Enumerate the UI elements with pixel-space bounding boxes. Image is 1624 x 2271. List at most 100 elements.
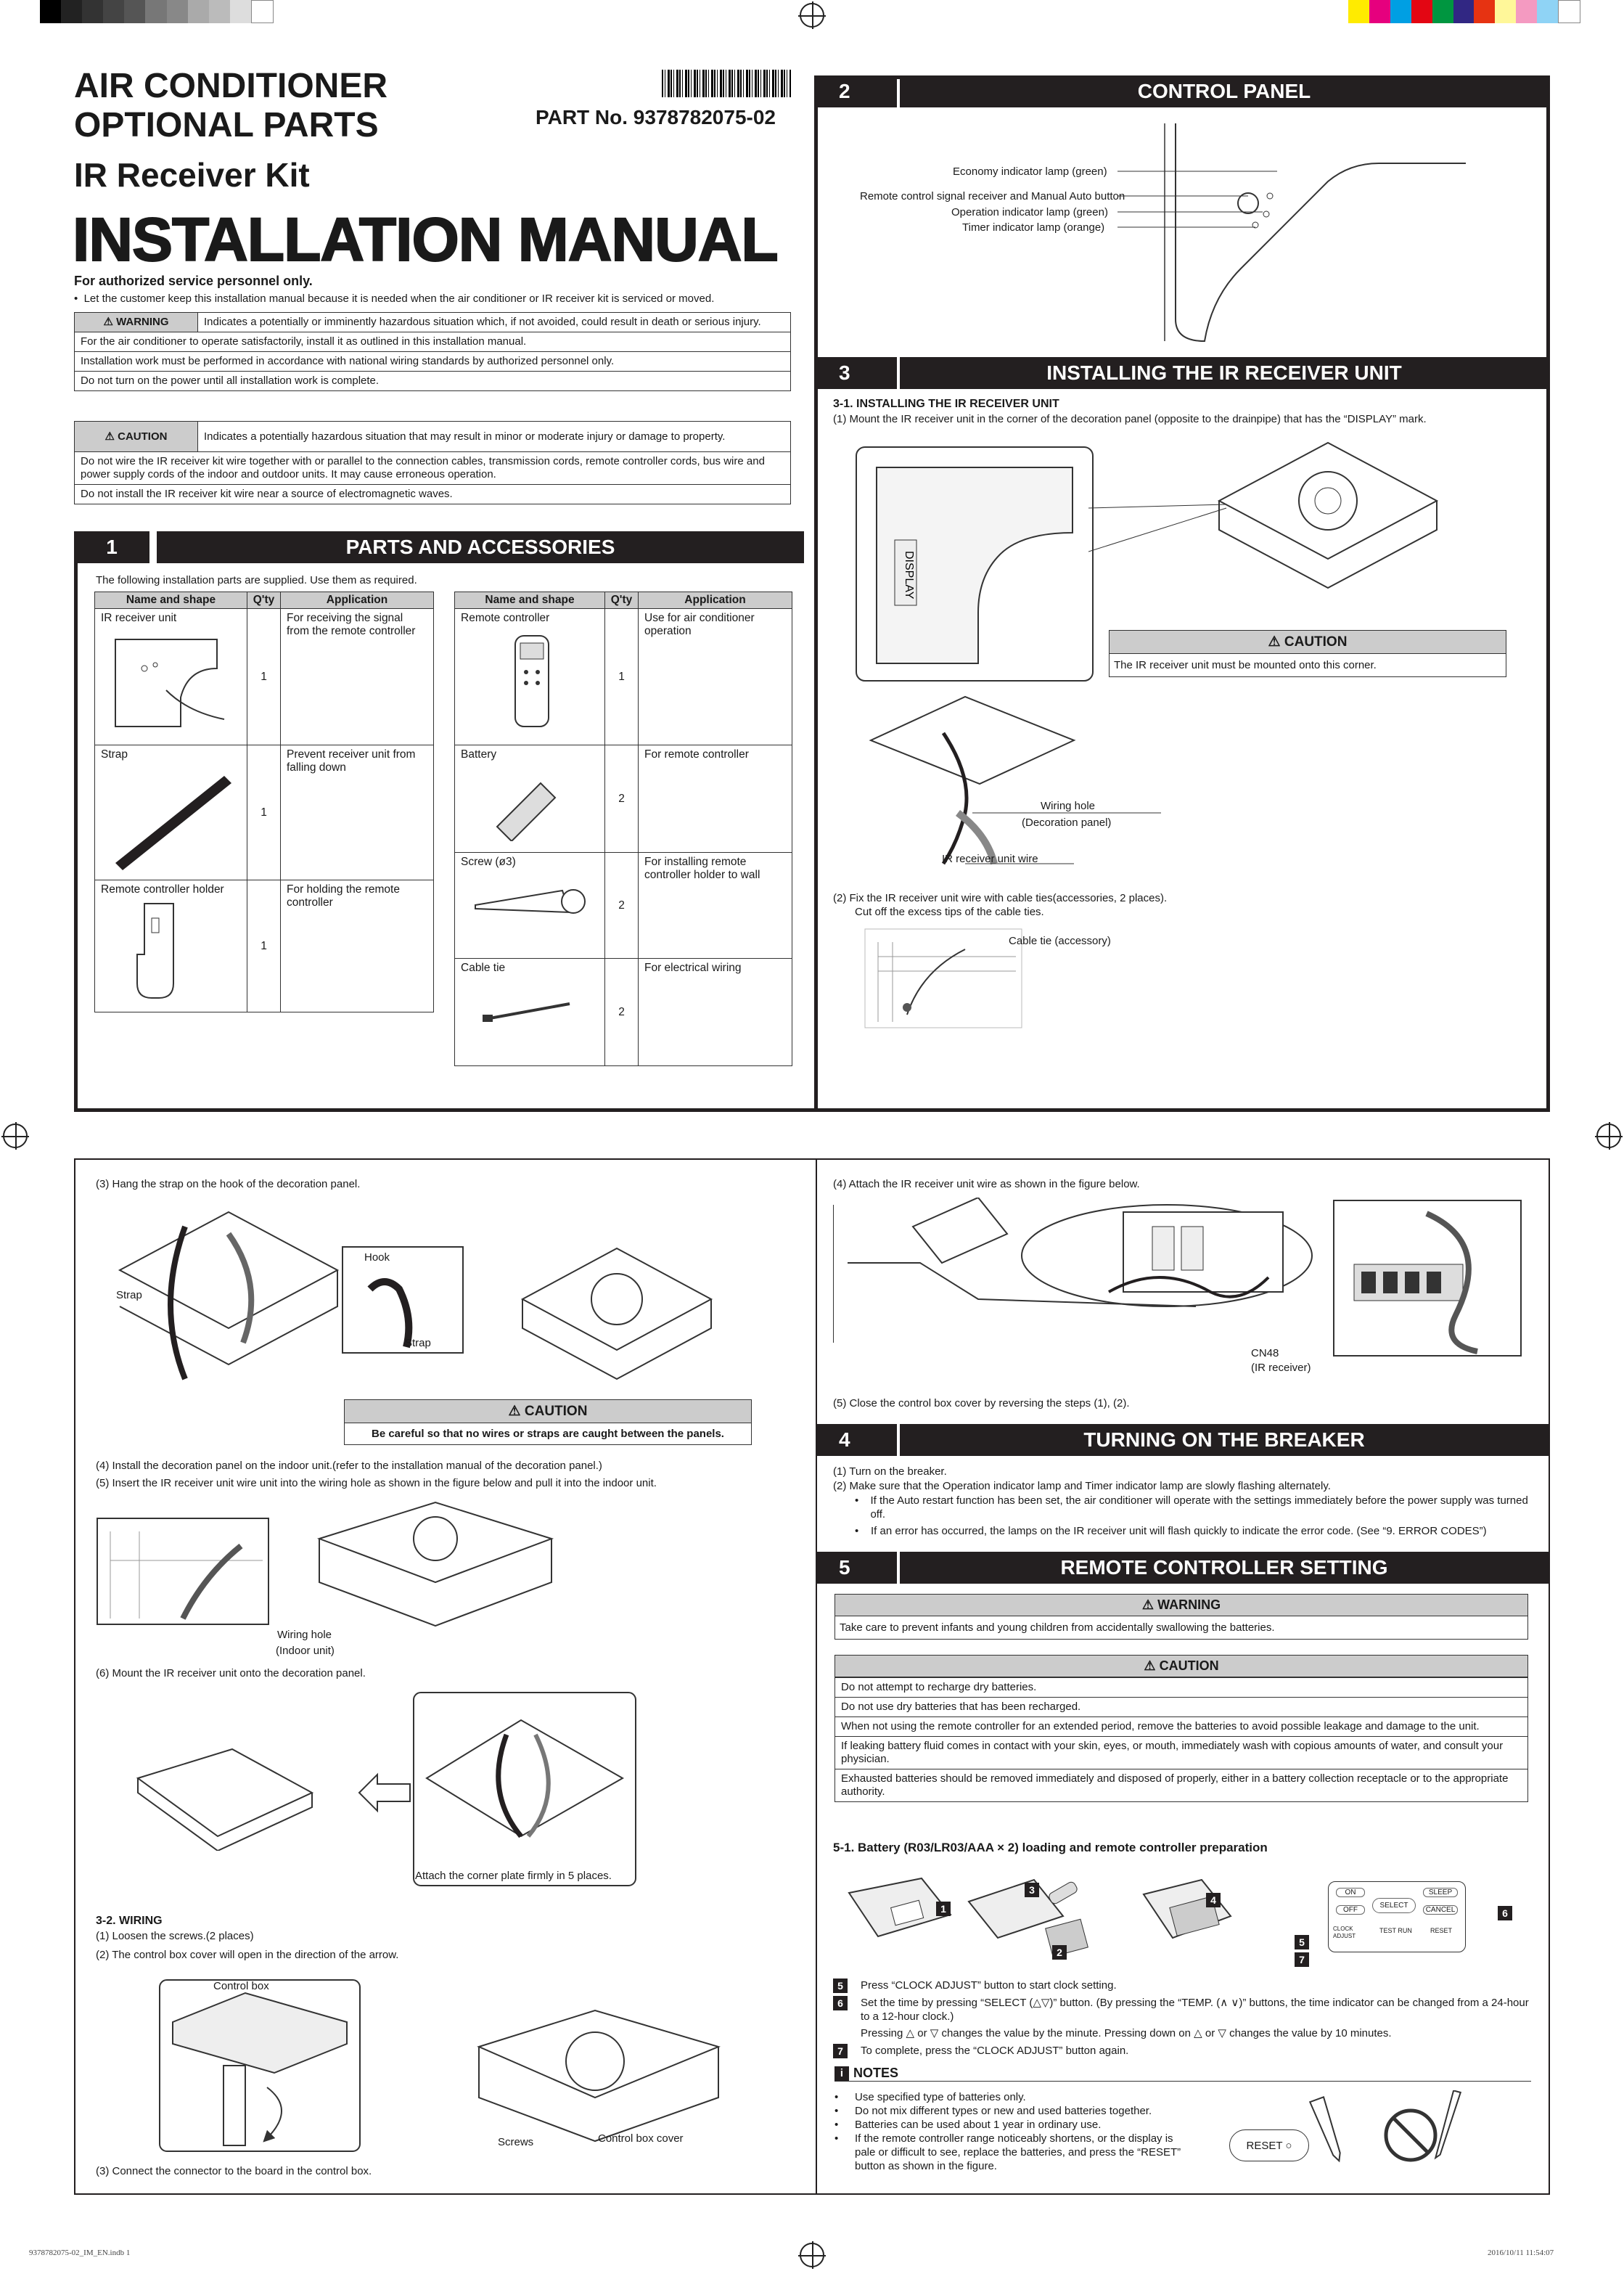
terminal-detail-illustration (1333, 1200, 1522, 1357)
timer-lamp-label: Timer indicator lamp (orange) (962, 221, 1105, 234)
wiring-hole-indoor-label: Wiring hole (277, 1629, 332, 1641)
warning-triangle-icon: ⚠ (103, 316, 113, 328)
badge-1: 1 (936, 1902, 951, 1916)
cn48-label: CN48 (1251, 1347, 1279, 1359)
bottom-right-frame (816, 1158, 1550, 2195)
screw-illustration (475, 889, 586, 914)
section4-step1: (1) Turn on the breaker. (833, 1465, 947, 1478)
section3-step6: (6) Mount the IR receiver unit onto the … (96, 1667, 366, 1679)
indoor-unit-strap-illustration (520, 1247, 713, 1380)
section4-bullet2: •If an error has occurred, the lamps on … (855, 1525, 1487, 1537)
manual-title: INSTALLATION MANUAL (72, 205, 779, 274)
registration-mark-right (1595, 1122, 1623, 1150)
section3-caution-box: ⚠ CAUTION The IR receiver unit must be m… (1109, 630, 1506, 677)
notes-header: i NOTES (834, 2066, 1531, 2082)
rc-select-button[interactable]: SELECT (1372, 1898, 1416, 1913)
section3-step1: (1) Mount the IR receiver unit in the co… (833, 413, 1427, 425)
section3-caution2-box: ⚠ CAUTION Be careful so that no wires or… (344, 1399, 752, 1445)
warning-triangle-icon: ⚠ (1141, 1597, 1155, 1612)
section3-title: INSTALLING THE IR RECEIVER UNIT (900, 357, 1549, 389)
footer-left: 9378782075-02_IM_EN.indb 1 (29, 2249, 131, 2257)
table-row: Remote controller holder 1 For holding t… (94, 880, 434, 1012)
color-bar (1348, 0, 1580, 23)
wiring-hole-indoor-illustration (97, 1518, 269, 1625)
registration-mark-bottom (798, 2241, 826, 2269)
badge-3: 3 (1025, 1883, 1039, 1897)
arrow-left-icon (358, 1772, 411, 1813)
section3-step2b: Cut off the excess tips of the cable tie… (855, 906, 1044, 918)
caution-row: If leaking battery fluid comes in contac… (834, 1736, 1528, 1769)
wiring-step4: (4) Attach the IR receiver unit wire as … (833, 1178, 1140, 1190)
cable-tie-accessory-label: Cable tie (accessory) (1009, 935, 1111, 947)
badge-5: 5 (1295, 1935, 1309, 1949)
caution-triangle-icon: ⚠ (1144, 1658, 1156, 1673)
clock-step6b: Pressing △ or ▽ changes the value by the… (861, 2027, 1392, 2039)
section3-sub2: 3-2. WIRING (96, 1915, 163, 1927)
cable-tie-install-illustration (864, 928, 1022, 1028)
wiring-hole-illustration (869, 695, 1076, 865)
section2-title: CONTROL PANEL (900, 75, 1549, 107)
cable-tie-illustration (483, 1002, 570, 1022)
caution-row: Do not attempt to recharge dry batteries… (834, 1677, 1528, 1698)
part-number: PART No. 9378782075-02 (536, 106, 776, 128)
table-row: Battery 2 For remote controller (454, 745, 792, 853)
rc-sleep-button[interactable]: SLEEP (1423, 1888, 1458, 1897)
remote-holder-illustration (136, 903, 174, 999)
product-subtitle: IR Receiver Kit (74, 156, 310, 194)
ir-receiver-illustration (115, 639, 225, 727)
section5-sub1: 5-1. Battery (R03/LR03/AAA × 2) loading … (833, 1841, 1268, 1854)
economy-lamp-label: Economy indicator lamp (green) (953, 165, 1107, 178)
table-row: Cable tie 2 For electrical wiring (454, 958, 792, 1066)
decoration-panel-label: (Decoration panel) (1022, 817, 1112, 829)
badge-7: 7 (1295, 1952, 1309, 1967)
screws-label: Screws (498, 2136, 534, 2148)
caution-row: Do not use dry batteries that has been r… (834, 1697, 1528, 1717)
rc-cancel-button[interactable]: CANCEL (1423, 1905, 1458, 1915)
badge-2: 2 (1052, 1945, 1067, 1960)
product-title: AIR CONDITIONER OPTIONAL PARTS (74, 67, 387, 144)
rc-off-button[interactable]: OFF (1336, 1905, 1365, 1915)
strap-hanging-illustration (118, 1211, 340, 1380)
section5-number: 5 (817, 1552, 897, 1584)
wiring-step2: (2) The control box cover will open in t… (96, 1949, 399, 1961)
info-icon: i (834, 2066, 849, 2081)
pen-press-illustration (1308, 2095, 1341, 2163)
rc-on-button[interactable]: ON (1336, 1888, 1365, 1897)
section3-step4: (4) Install the decoration panel on the … (96, 1460, 602, 1472)
authorized-note: For authorized service personnel only. (74, 274, 313, 288)
section5-warning-box: ⚠ WARNING Take care to prevent infants a… (834, 1594, 1528, 1640)
section3-step5: (5) Insert the IR receiver unit wire uni… (96, 1477, 657, 1489)
corner-callout-lines (1088, 504, 1227, 552)
signal-receiver-label: Remote control signal receiver and Manua… (860, 190, 1125, 202)
wiring-hole-leaders (965, 812, 1161, 864)
display-corner-illustration: DISPLAY (856, 446, 1094, 682)
rc-reset-button[interactable]: RESET (1430, 1927, 1453, 1934)
list-item: •If the remote controller range noticeab… (834, 2132, 1181, 2172)
table-row: IR receiver unit 1 For receiving the sig… (94, 608, 434, 745)
cassette-unit-illustration (1217, 441, 1439, 589)
corner-plate-illustration (413, 1692, 636, 1886)
section4-bullet1: •If the Auto restart function has been s… (855, 1494, 1528, 1521)
rc-clock-adjust-button[interactable]: CLOCK ADJUST (1333, 1926, 1356, 1939)
wiring-step3: (3) Connect the connector to the board i… (96, 2165, 372, 2177)
strap-label-left: Strap (116, 1289, 142, 1301)
indoor-unit-label: (Indoor unit) (276, 1645, 335, 1657)
decoration-panel-illustration (136, 1748, 314, 1851)
wiring-step5: (5) Close the control box cover by rever… (833, 1397, 1130, 1409)
caution-row: When not using the remote controller for… (834, 1716, 1528, 1737)
list-item: •Use specified type of batteries only. (834, 2091, 1026, 2103)
table-row: Remote controller 1 Use for air conditio… (454, 608, 792, 745)
remote-controller-illustration (514, 635, 549, 727)
footer-right: 2016/10/11 11:54:07 (1488, 2249, 1554, 2257)
top-left-frame (74, 531, 816, 1112)
barcode (662, 70, 791, 97)
hook-detail-illustration (342, 1246, 464, 1354)
wiring-hole-label: Wiring hole (1041, 800, 1096, 812)
rc-test-run-button[interactable]: TEST RUN (1379, 1927, 1412, 1934)
list-item: •Batteries can be used about 1 year in o… (834, 2119, 1102, 2131)
svg-text:DISPLAY: DISPLAY (903, 551, 915, 600)
no-sharp-object-icon (1384, 2108, 1438, 2162)
registration-mark-top (798, 1, 826, 29)
